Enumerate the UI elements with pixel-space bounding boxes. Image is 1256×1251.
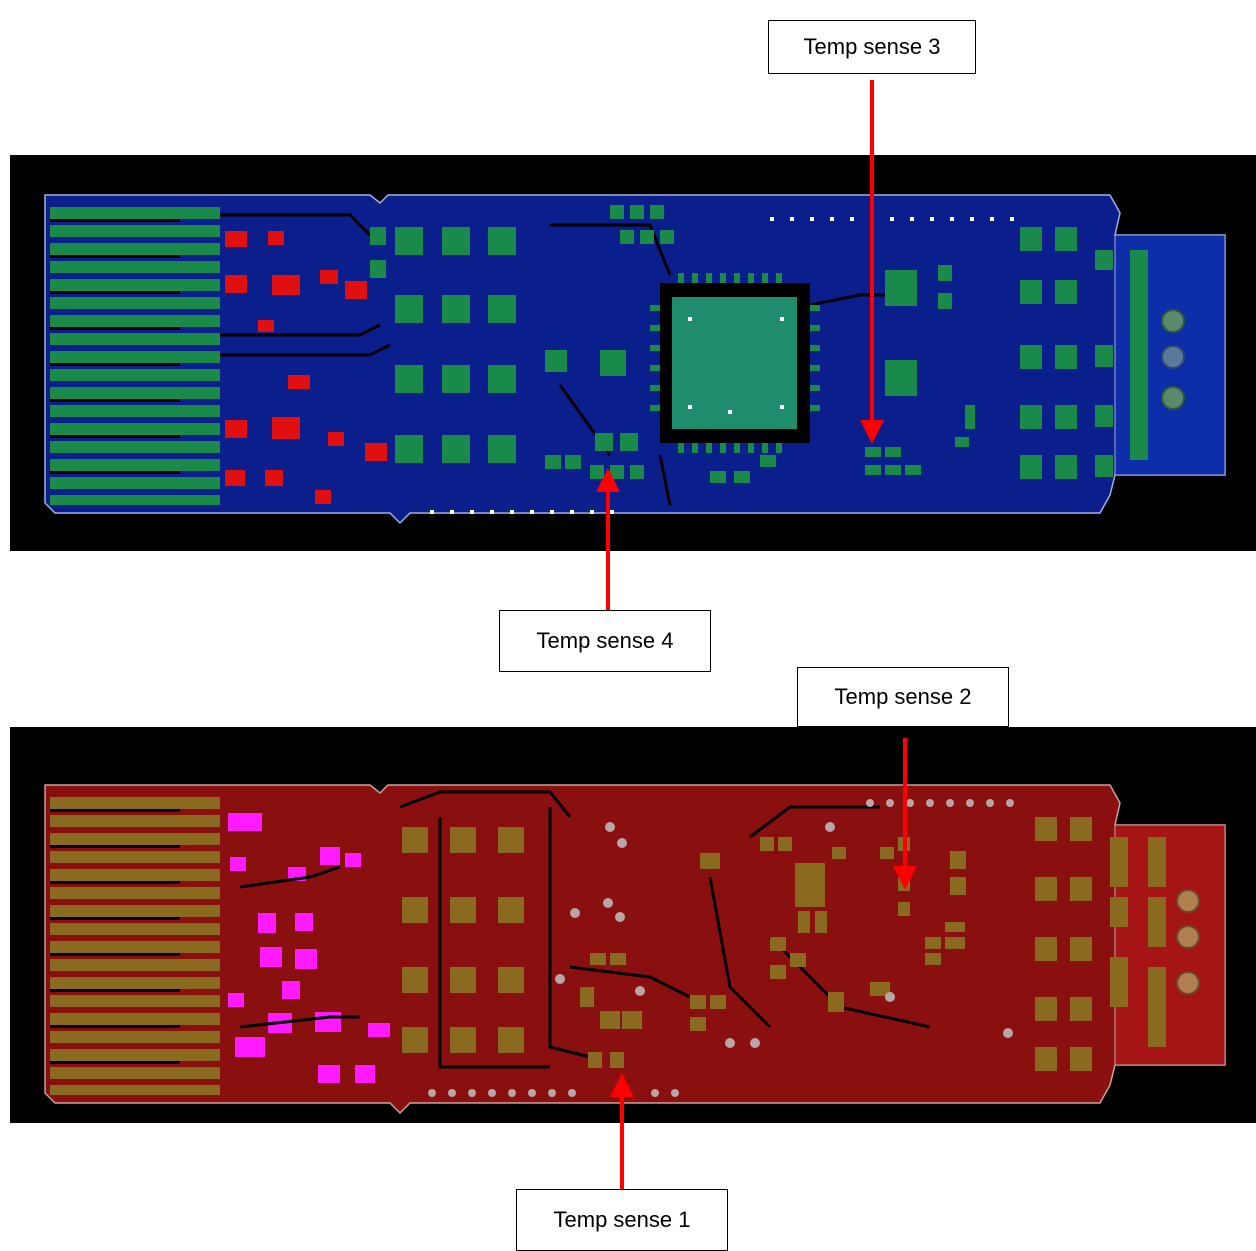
bottom-power-stage bbox=[402, 827, 524, 1053]
top-right-power-stage bbox=[1020, 227, 1148, 479]
bottom-finger-gaps bbox=[50, 809, 180, 1064]
top-connector-holes bbox=[1161, 309, 1185, 410]
bottom-connector-holes bbox=[1176, 889, 1200, 995]
bottom-traces bbox=[239, 790, 931, 1069]
top-vias bbox=[430, 217, 1014, 514]
top-finger-gaps bbox=[50, 219, 180, 474]
top-central-ic-pad bbox=[672, 297, 797, 429]
bottom-right-power-stage bbox=[1035, 817, 1166, 1071]
label-temp-sense-4: Temp sense 4 bbox=[499, 610, 711, 672]
bottom-layer-pcb-view bbox=[10, 727, 1256, 1123]
top-ic-pins bbox=[650, 273, 820, 453]
bottom-right-connector bbox=[1114, 824, 1226, 1066]
label-temp-sense-2: Temp sense 2 bbox=[797, 667, 1009, 727]
bottom-small-parts bbox=[580, 837, 966, 1068]
bottom-finger-pads bbox=[50, 797, 220, 1095]
bottom-layer-pcb-drawing bbox=[44, 784, 1226, 1115]
bottom-vias bbox=[428, 799, 1014, 1097]
top-layer-pcb-view bbox=[10, 155, 1256, 551]
label-temp-sense-3: Temp sense 3 bbox=[768, 20, 976, 74]
top-power-stage bbox=[370, 227, 516, 463]
top-traces bbox=[220, 213, 900, 506]
top-layer-pcb-drawing bbox=[44, 194, 1226, 525]
top-finger-pads bbox=[50, 207, 220, 505]
top-red-components bbox=[225, 231, 387, 504]
label-temp-sense-1: Temp sense 1 bbox=[516, 1189, 728, 1251]
